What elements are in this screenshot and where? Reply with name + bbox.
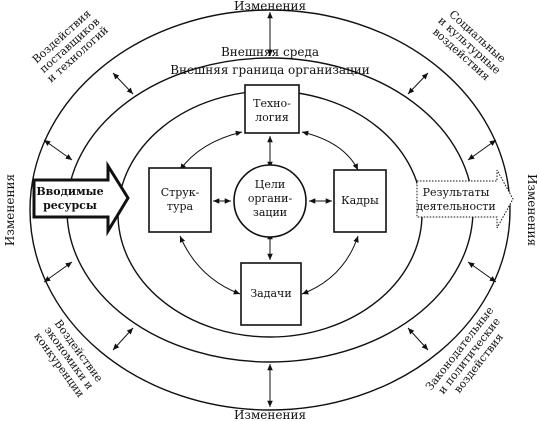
top-changes-label: Изменения <box>234 0 306 13</box>
svg-text:Вводимые: Вводимые <box>36 185 103 198</box>
svg-text:ресурсы: ресурсы <box>43 199 97 212</box>
left-changes-label: Изменения <box>3 174 17 246</box>
svg-text:Техно-: Техно- <box>253 97 291 110</box>
bottom-changes-label: Изменения <box>234 408 306 421</box>
svg-text:логия: логия <box>255 111 289 124</box>
svg-text:тура: тура <box>167 200 194 213</box>
output-results-arrow: Результаты деятельности <box>416 169 514 229</box>
environment-arrows <box>43 12 497 407</box>
boundary-label: Внешняя граница организации <box>170 63 370 77</box>
svg-text:Результаты: Результаты <box>423 186 490 199</box>
tasks-box: Задачи <box>240 262 302 326</box>
svg-text:Струк-: Струк- <box>161 186 200 199</box>
technology-box: Техно- логия <box>244 84 300 134</box>
svg-text:зации: зации <box>253 206 287 219</box>
svg-text:Цели: Цели <box>255 178 285 191</box>
svg-text:деятельности: деятельности <box>416 200 495 213</box>
environment-label: Внешняя среда <box>221 45 319 59</box>
structure-box: Струк- тура <box>148 167 212 233</box>
goal-arrows <box>213 136 332 260</box>
subsystem-curved-arrows <box>179 130 359 295</box>
svg-text:Задачи: Задачи <box>250 287 291 300</box>
svg-text:органи-: органи- <box>248 192 293 205</box>
organization-goals-circle: Цели органи- зации <box>233 164 307 238</box>
right-changes-label: Изменения <box>525 174 539 246</box>
economy-competition-label: Воздействие экономики и конкуренции <box>31 317 105 400</box>
svg-text:Кадры: Кадры <box>341 194 379 207</box>
staff-box: Кадры <box>333 169 387 233</box>
legal-political-label: Законодательные и политические воздейств… <box>423 304 506 396</box>
social-cultural-label: Социальные и культурные воздействия <box>430 8 508 84</box>
outer-ellipse <box>29 9 511 411</box>
input-resources-arrow: Вводимые ресурсы <box>32 160 130 237</box>
suppliers-technology-label: Воздействия поставщиков и технологий <box>30 7 111 85</box>
